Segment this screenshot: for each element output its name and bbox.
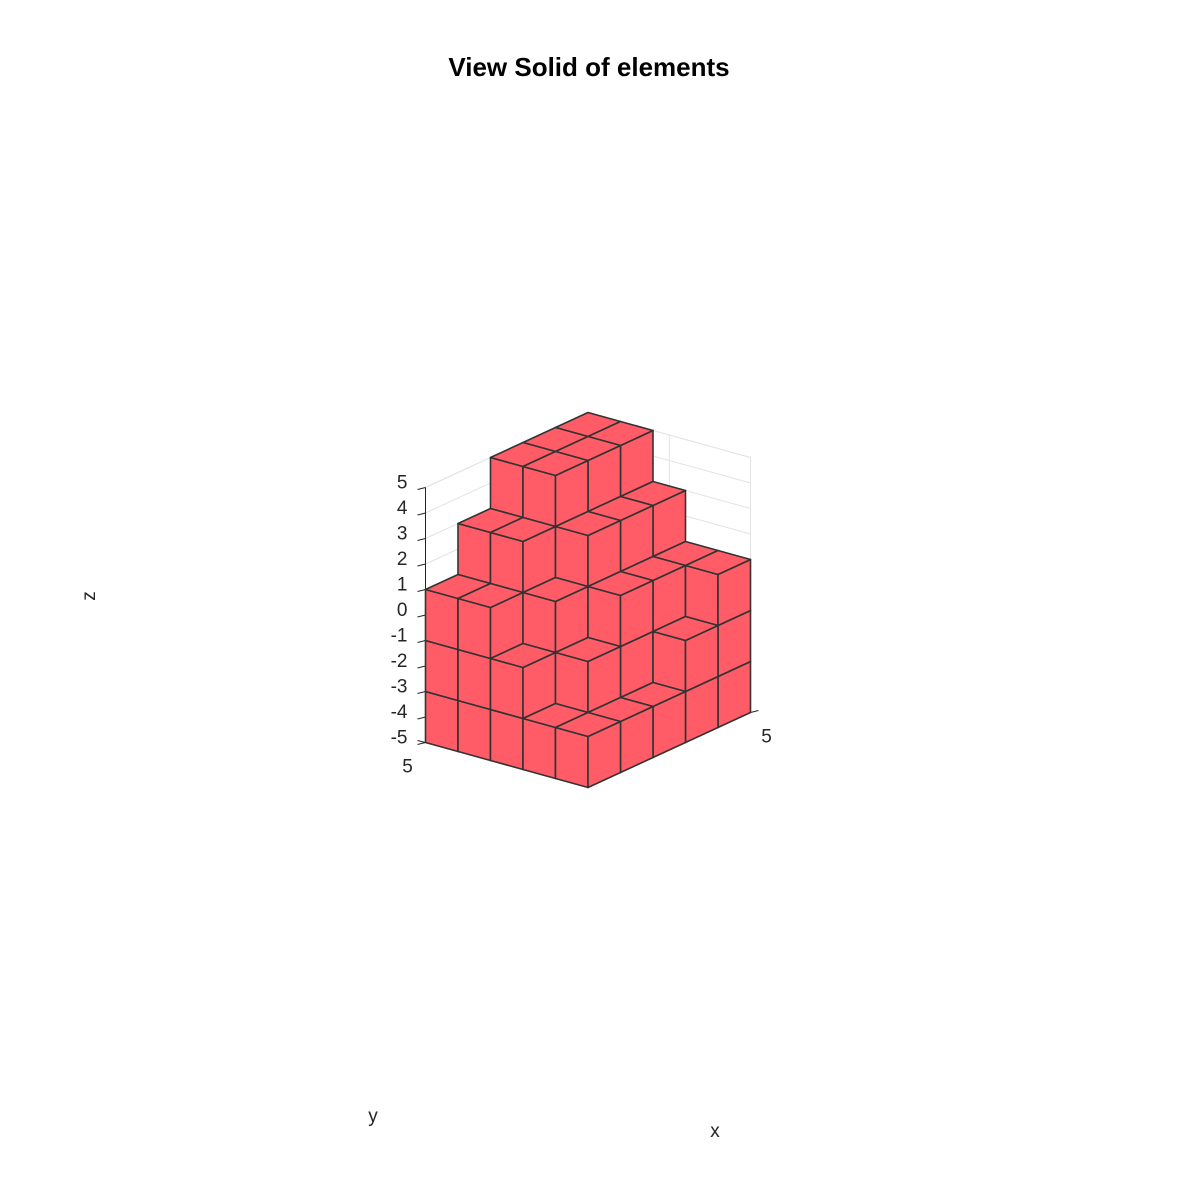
element-face-top — [652, 615, 719, 642]
solid-element — [522, 576, 589, 654]
z-tick-mark — [417, 563, 426, 567]
element-face-front-y — [457, 597, 492, 660]
x-tick-mark — [750, 710, 759, 713]
z-tick-mark — [417, 665, 426, 669]
y-tick-mark — [417, 740, 426, 743]
z-tick-mark — [417, 512, 426, 516]
element-face-top — [587, 570, 654, 597]
z-tick-label: 2 — [397, 549, 408, 570]
element-face-top — [554, 636, 622, 663]
element-face-front-y — [522, 465, 557, 528]
element-face-front-y — [554, 726, 589, 789]
z-tick-mark — [417, 538, 426, 541]
z-tick-mark — [417, 614, 426, 618]
solid-elements — [424, 411, 752, 789]
element-face-top — [684, 549, 752, 576]
element-face-front-y — [424, 588, 459, 651]
element-face-front-y — [587, 585, 622, 648]
z-tick-mark — [417, 589, 426, 592]
element-face-front-y — [522, 591, 557, 654]
element-face-front-y — [684, 564, 719, 627]
z-tick-label: 3 — [397, 524, 408, 545]
solid-element — [522, 450, 589, 528]
element-face-front-y — [522, 717, 557, 780]
y-tick-label: 5 — [402, 757, 413, 778]
element-face-front-y — [424, 690, 459, 753]
element-face-front-y — [652, 630, 687, 693]
z-tick-mark — [417, 691, 426, 694]
element-face-top — [489, 642, 557, 669]
z-tick-label: 1 — [397, 575, 408, 596]
x-axis-label: x — [710, 1121, 720, 1142]
z-tick-label: 0 — [397, 600, 408, 621]
z-tick-mark — [417, 487, 426, 490]
element-face-front-y — [489, 708, 524, 771]
element-face-top — [522, 450, 589, 477]
element-face-front-y — [457, 699, 492, 762]
element-face-front-y — [489, 657, 524, 720]
solid-element — [554, 510, 622, 588]
solid-element — [684, 549, 752, 627]
element-face-top — [554, 711, 622, 738]
solid-element — [652, 615, 719, 693]
solid-element — [554, 636, 622, 714]
x-tick-label: 5 — [761, 727, 772, 748]
element-face-front-y — [457, 648, 492, 711]
element-face-front-y — [554, 651, 589, 714]
z-tick-label: 5 — [397, 473, 408, 494]
solid-element — [587, 570, 654, 648]
element-face-front-y — [489, 456, 524, 519]
z-tick-mark — [417, 742, 426, 745]
z-tick-mark — [417, 716, 426, 720]
z-tick-label: 4 — [397, 498, 408, 519]
z-tick-label: -4 — [391, 702, 408, 723]
chart-title: View Solid of elements — [448, 52, 729, 82]
element-face-front-y — [457, 522, 492, 585]
element-face-front-y — [554, 525, 589, 588]
element-face-front-y — [424, 639, 459, 702]
element-face-top — [554, 510, 622, 537]
z-tick-label: -3 — [391, 677, 408, 698]
element-face-front-y — [489, 531, 524, 594]
solid-element — [554, 711, 622, 789]
z-tick-label: -5 — [391, 728, 408, 749]
element-face-top — [489, 516, 557, 543]
y-axis-label: y — [368, 1106, 378, 1127]
axis-labels: x y z — [79, 591, 720, 1142]
z-tick-label: -2 — [391, 651, 408, 672]
z-tick-mark — [417, 640, 426, 643]
element-face-top — [457, 582, 524, 609]
z-axis-label: z — [79, 591, 100, 601]
element-face-top — [522, 576, 589, 603]
z-tick-label: -1 — [391, 626, 408, 647]
